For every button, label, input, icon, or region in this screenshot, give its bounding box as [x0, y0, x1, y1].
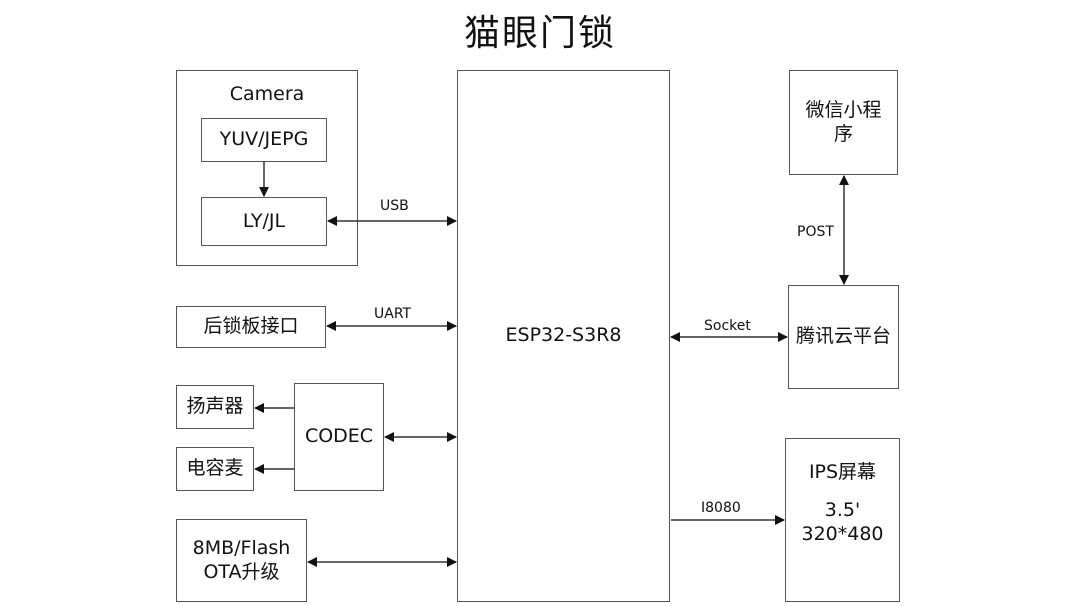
cloud-label: 腾讯云平台 [795, 325, 891, 348]
wechat-label-line1: 微信小程 [805, 98, 882, 121]
ips-size: 3.5' [824, 498, 861, 521]
uart-label: UART [374, 306, 412, 322]
wechat-box: 微信小程 序 [789, 70, 898, 175]
ly-jl-box: LY/JL [201, 197, 327, 246]
cloud-box: 腾讯云平台 [788, 285, 899, 389]
i8080-label: I8080 [701, 500, 741, 516]
mcu-label: ESP32-S3R8 [505, 324, 622, 347]
wechat-label-line2: 序 [833, 122, 853, 145]
speaker-label: 扬声器 [186, 395, 244, 418]
diagram-title: 猫眼门锁 [463, 13, 616, 54]
lock-port-label: 后锁板接口 [203, 315, 299, 338]
yuv-jepg-label: YUV/JEPG [219, 128, 309, 151]
ips-title: IPS屏幕 [808, 461, 877, 483]
speaker-box: 扬声器 [176, 385, 254, 429]
yuv-jepg-box: YUV/JEPG [201, 118, 327, 162]
mcu-box: ESP32-S3R8 [457, 70, 670, 602]
ips-box: IPS屏幕 3.5' 320*480 [785, 438, 900, 602]
camera-label: Camera [229, 83, 305, 105]
codec-box: CODEC [294, 383, 384, 491]
codec-label: CODEC [304, 425, 374, 448]
mic-box: 电容麦 [176, 447, 254, 491]
usb-label: USB [380, 198, 409, 214]
lock-port-box: 后锁板接口 [176, 306, 326, 348]
flash-label-line2: OTA升级 [203, 560, 280, 583]
socket-label: Socket [704, 318, 751, 334]
mic-label: 电容麦 [186, 457, 244, 480]
post-label: POST [797, 224, 834, 240]
flash-box: 8MB/Flash OTA升级 [176, 519, 307, 602]
ly-jl-label: LY/JL [242, 209, 286, 232]
ips-resolution: 320*480 [801, 522, 884, 545]
flash-label-line1: 8MB/Flash [192, 536, 291, 559]
